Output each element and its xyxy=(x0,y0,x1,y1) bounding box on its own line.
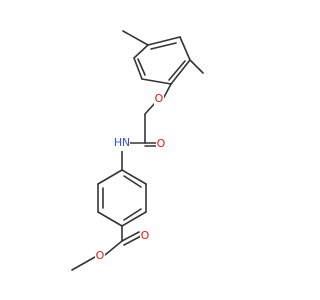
structure-canvas: O H N O O O xyxy=(71,30,204,271)
o-methyl-bond xyxy=(71,256,96,271)
bond xyxy=(133,44,149,59)
amide-carbonyl-oxygen-label: O xyxy=(156,137,166,150)
dimethylphenyl-ring xyxy=(133,36,191,85)
bond-inner xyxy=(123,175,142,188)
ester-carbonyl-oxygen-label: O xyxy=(140,229,150,242)
molecule-diagram: O H N O O O xyxy=(71,30,204,271)
ester-carbonyl-double-1 xyxy=(121,231,140,242)
bond-inner xyxy=(123,208,142,221)
bond xyxy=(133,57,143,80)
methyl-bond-right xyxy=(189,59,204,74)
benzoate-ring xyxy=(97,169,147,227)
carbonyl-oxygen-label: O xyxy=(157,137,166,150)
bond xyxy=(179,36,191,61)
ester-oxygen-bond xyxy=(104,240,123,256)
bond xyxy=(121,211,147,227)
ester-oxygen-label: O xyxy=(96,249,105,262)
bond xyxy=(147,36,181,46)
bond xyxy=(121,169,147,185)
oxygen-ch2-bond xyxy=(144,102,156,115)
bond xyxy=(170,59,191,85)
bond-inner xyxy=(150,42,177,50)
bond-inner xyxy=(168,60,186,81)
ether-oxygen-label: O xyxy=(154,92,164,105)
methyl-bond-top xyxy=(122,30,149,46)
amide-nitrogen-label: H N xyxy=(113,136,130,151)
bond xyxy=(141,78,172,85)
bond xyxy=(97,211,123,227)
ester-carbonyl-oxygen-label: O xyxy=(141,229,150,242)
bond-inner xyxy=(137,58,146,76)
oxygen-label: O xyxy=(155,92,164,105)
nitrogen-label: N xyxy=(122,136,130,149)
ester-oxygen-label: O xyxy=(95,249,105,262)
bond xyxy=(97,169,123,185)
ester-carbonyl-double-2 xyxy=(123,235,142,246)
amide-h-label: H xyxy=(114,136,122,149)
aryl-oxygen-bond xyxy=(162,83,172,100)
